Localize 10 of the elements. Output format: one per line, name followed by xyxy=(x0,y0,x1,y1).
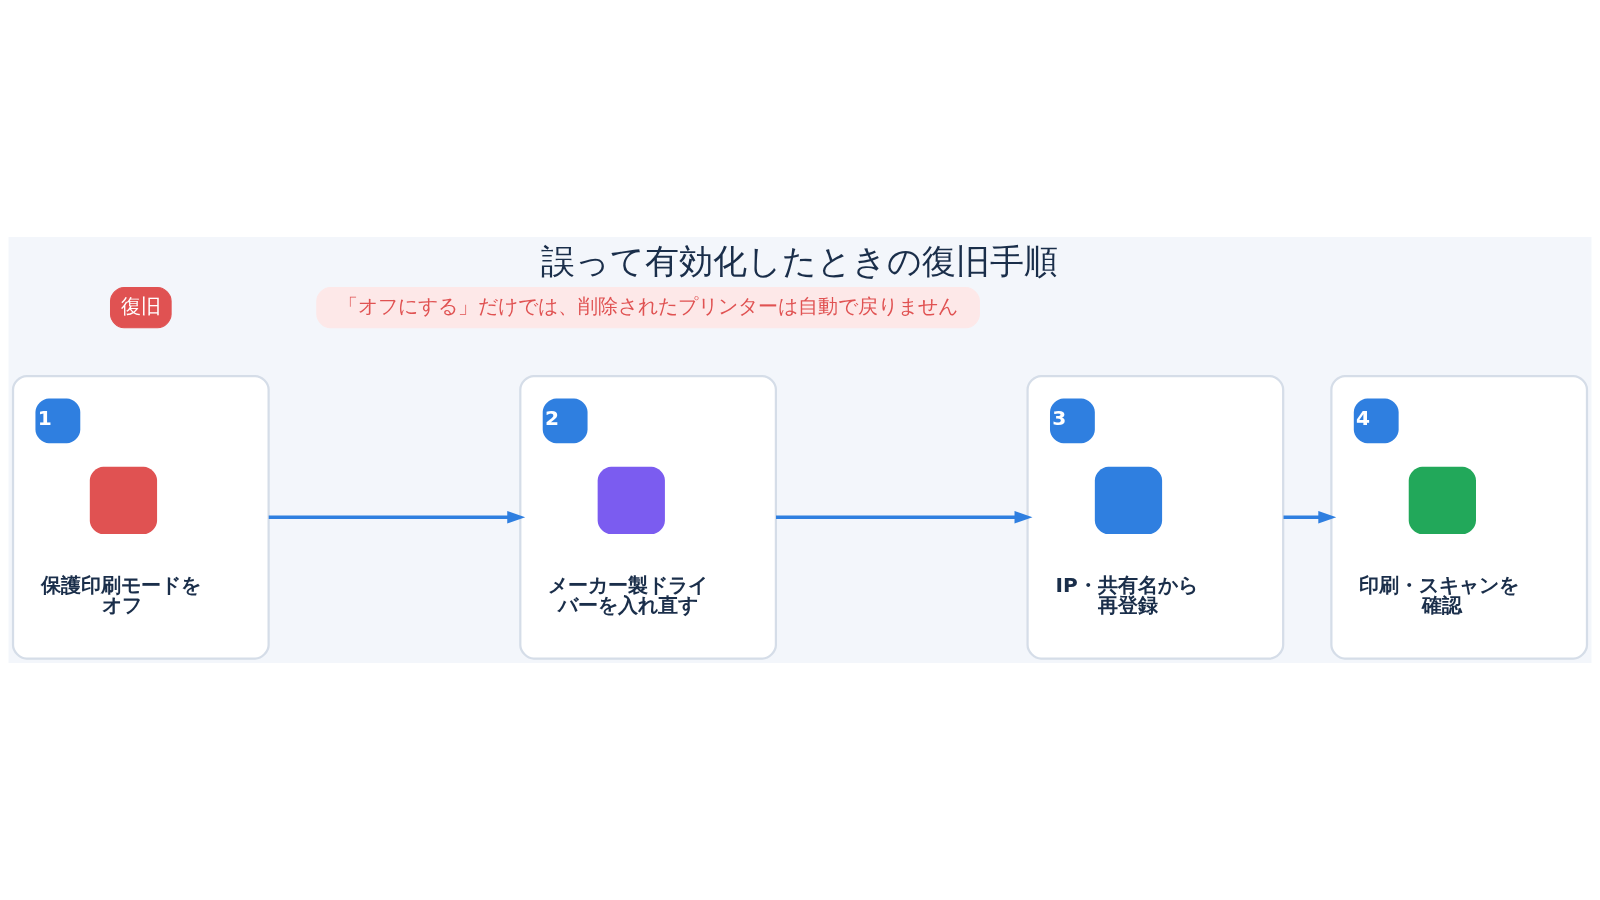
label: 復旧 xyxy=(120,293,161,318)
label: 「オフにする」だけでは、削除されたプリンターは自動で戻りません xyxy=(338,293,959,318)
node-box: 3 IP・共有名から再登録 xyxy=(1026,374,1285,660)
diagram-title: 誤って有効化したときの復旧手順 xyxy=(541,241,1059,281)
node-box: 1 保護印刷モードをオフ xyxy=(11,374,270,660)
arrow xyxy=(776,510,1033,524)
arrow xyxy=(268,510,526,524)
node-box: 2 メーカー製ドライバーを入れ直す xyxy=(519,374,777,660)
arrow xyxy=(1283,510,1337,524)
node-box: 4 印刷・スキャンを確認 xyxy=(1330,374,1589,660)
